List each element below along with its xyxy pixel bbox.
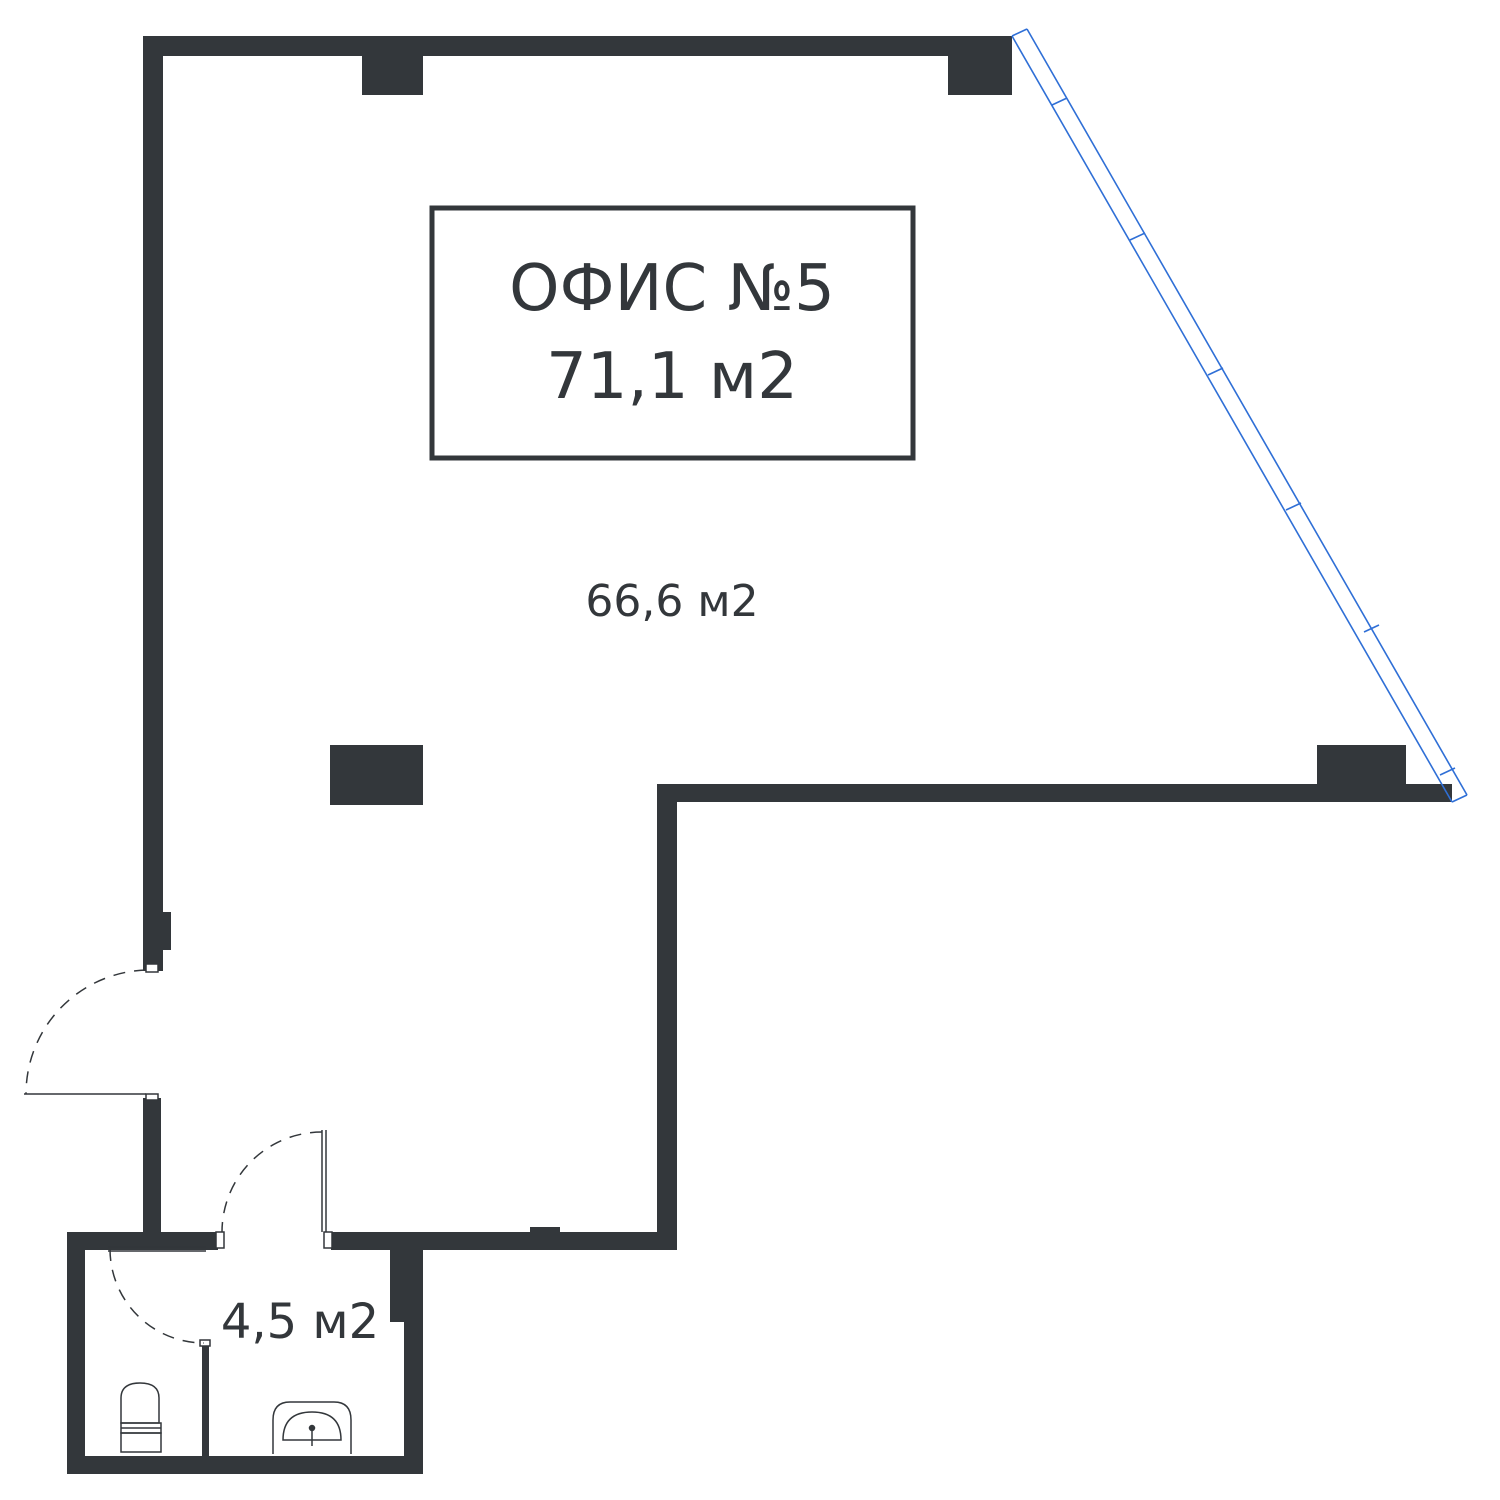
toilet-door	[108, 1246, 211, 1347]
bathroom-wall-bottom	[67, 1456, 423, 1474]
toilet-icon	[120, 1382, 162, 1453]
wall-right-bottom	[657, 784, 1452, 802]
bathroom-door	[215, 1130, 333, 1249]
exterior-walls	[143, 36, 1452, 1250]
bathroom-area-label: 4,5 м2	[221, 1294, 379, 1350]
bathroom-partition	[202, 1345, 209, 1457]
bathroom-wall-right	[404, 1232, 423, 1474]
sink-icon	[272, 1401, 352, 1454]
entrance-door	[24, 963, 159, 1101]
office-area-label: 66,6 м2	[585, 576, 758, 627]
column	[362, 46, 423, 95]
bathroom-wall-top-left	[67, 1232, 218, 1250]
window-slanted	[1011, 28, 1468, 803]
column	[1317, 745, 1406, 790]
wall-top	[143, 36, 1012, 56]
office-title: ОФИС №5	[509, 252, 835, 326]
bathroom-wall-left	[67, 1232, 85, 1474]
wall-marker	[530, 1227, 560, 1233]
wall-left-upper	[143, 36, 163, 971]
columns	[330, 46, 1406, 805]
bathroom-walls	[67, 1232, 423, 1474]
bathroom-wall-jog	[390, 1248, 406, 1322]
column	[330, 745, 423, 805]
wall-left-lower	[143, 1098, 161, 1232]
title-box	[429, 205, 916, 461]
office-total-area: 71,1 м2	[546, 340, 798, 414]
bathroom-wall-top-right	[331, 1232, 423, 1250]
wall-left-jamb	[158, 912, 171, 950]
column	[948, 46, 1012, 95]
wall-inner-vertical	[657, 784, 677, 1248]
